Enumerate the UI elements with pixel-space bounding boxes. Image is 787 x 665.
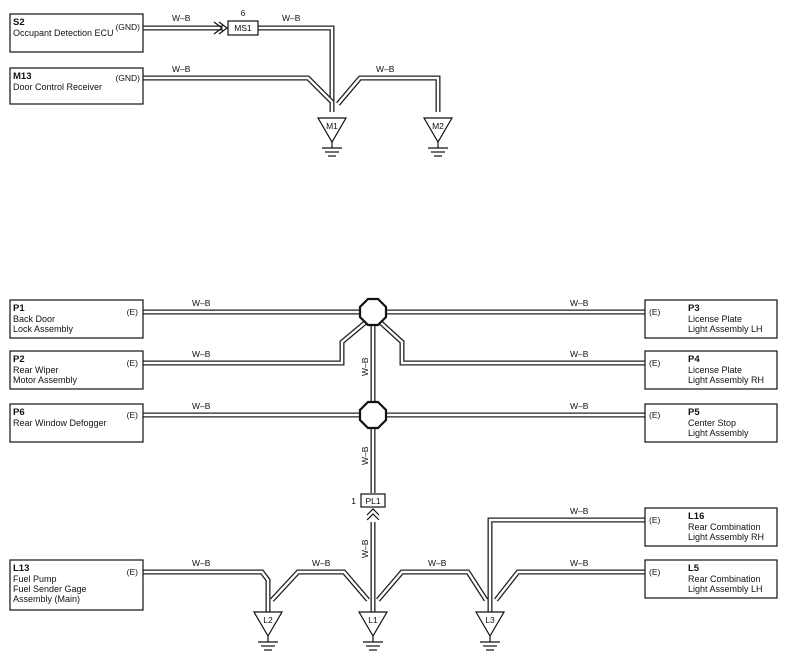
component-code: P4 <box>688 354 700 365</box>
component-label: Light Assembly RH <box>688 532 764 542</box>
component-code: P1 <box>13 303 25 314</box>
component-label: Lock Assembly <box>13 324 74 334</box>
component-label: License Plate <box>688 365 742 375</box>
pin-label: (E) <box>649 307 661 317</box>
wire-label: W–B <box>192 298 211 308</box>
pin-label: (E) <box>127 307 139 317</box>
component-label: Motor Assembly <box>13 375 78 385</box>
wire-label: W–B <box>570 349 589 359</box>
wire-label: W–B <box>192 401 211 411</box>
component-label: Light Assembly RH <box>688 375 764 385</box>
wire-label: W–B <box>192 558 211 568</box>
component-p3: (E) P3 License Plate Light Assembly LH <box>644 299 778 339</box>
component-label: Back Door <box>13 314 55 324</box>
component-p4: (E) P4 License Plate Light Assembly RH <box>644 350 778 390</box>
component-l13: L13 Fuel Pump Fuel Sender Gage Assembly … <box>9 559 144 611</box>
component-label: Assembly (Main) <box>13 594 80 604</box>
component-code: L13 <box>13 563 29 574</box>
wires-bottom <box>143 309 645 612</box>
ground-label: M1 <box>326 121 338 131</box>
component-code: P5 <box>688 407 700 418</box>
wire-label: W–B <box>570 558 589 568</box>
pin-label: (E) <box>649 515 661 525</box>
pin-label: (E) <box>649 567 661 577</box>
wire-label: W–B <box>570 298 589 308</box>
component-label: Light Assembly LH <box>688 324 763 334</box>
component-code: P2 <box>13 354 25 365</box>
ground-l1: L1 <box>357 611 389 651</box>
component-l5: (E) L5 Rear Combination Light Assembly L… <box>644 559 778 599</box>
component-label: Fuel Pump <box>13 574 57 584</box>
pin-label: (GND) <box>115 73 140 83</box>
ground-l3: L3 <box>474 611 506 651</box>
pin-label: (E) <box>127 358 139 368</box>
splice-junction <box>358 297 388 327</box>
ground-label: L3 <box>485 615 495 625</box>
component-code: M13 <box>13 71 31 82</box>
component-label: License Plate <box>688 314 742 324</box>
component-s2: S2 Occupant Detection ECU (GND) <box>9 13 144 53</box>
pin-label: (E) <box>649 358 661 368</box>
wire-label: W–B <box>172 64 191 74</box>
ground-label: L2 <box>263 615 273 625</box>
component-code: P3 <box>688 303 700 314</box>
wire-label: W–B <box>312 558 331 568</box>
connector-pin: 1 <box>351 496 356 506</box>
component-label: Rear Wiper <box>13 365 59 375</box>
ground-m1: M1 <box>316 117 348 157</box>
component-code: S2 <box>13 17 25 28</box>
component-label: Occupant Detection ECU <box>13 28 114 38</box>
wires-top <box>143 25 441 112</box>
component-p2: P2 Rear Wiper Motor Assembly (E) <box>9 350 144 390</box>
ground-m2: M2 <box>422 117 454 157</box>
component-label: Center Stop <box>688 418 736 428</box>
wire-label: W–B <box>282 13 301 23</box>
wire-label: W–B <box>360 446 370 465</box>
wire-label: W–B <box>428 558 447 568</box>
wire-label: W–B <box>360 539 370 558</box>
component-label: Door Control Receiver <box>13 82 102 92</box>
connector-label: PL1 <box>365 496 380 506</box>
ground-label: L1 <box>368 615 378 625</box>
component-p6: P6 Rear Window Defogger (E) <box>9 403 144 443</box>
pin-label: (E) <box>649 410 661 420</box>
wire-label: W–B <box>192 349 211 359</box>
wire-label: W–B <box>570 401 589 411</box>
component-label: Light Assembly <box>688 428 749 438</box>
component-p5: (E) P5 Center Stop Light Assembly <box>644 403 778 443</box>
component-label: Fuel Sender Gage <box>13 584 87 594</box>
pin-label: (E) <box>127 410 139 420</box>
pin-label: (E) <box>127 567 139 577</box>
component-code: L5 <box>688 563 700 574</box>
component-label: Light Assembly LH <box>688 584 763 594</box>
connector-pl1: PL1 1 <box>351 493 386 521</box>
splice-junction <box>358 400 388 430</box>
wire-label: W–B <box>376 64 395 74</box>
ground-l2: L2 <box>252 611 284 651</box>
component-l16: (E) L16 Rear Combination Light Assembly … <box>644 507 778 547</box>
wire-label: W–B <box>172 13 191 23</box>
component-m13: M13 Door Control Receiver (GND) <box>9 67 144 105</box>
component-label: Rear Combination <box>688 574 761 584</box>
component-label: Rear Combination <box>688 522 761 532</box>
connector-ms1: MS1 6 <box>213 8 259 36</box>
wire-label: W–B <box>360 357 370 376</box>
component-label: Rear Window Defogger <box>13 418 107 428</box>
pin-label: (GND) <box>115 22 140 32</box>
connector-label: MS1 <box>234 23 252 33</box>
ground-label: M2 <box>432 121 444 131</box>
component-code: P6 <box>13 407 25 418</box>
component-code: L16 <box>688 511 704 522</box>
connector-pin: 6 <box>241 8 246 18</box>
wire-labels: W–B W–B W–B W–B W–B W–B W–B W–B W–B W–B … <box>172 13 589 568</box>
component-p1: P1 Back Door Lock Assembly (E) <box>9 299 144 339</box>
wire-label: W–B <box>570 506 589 516</box>
